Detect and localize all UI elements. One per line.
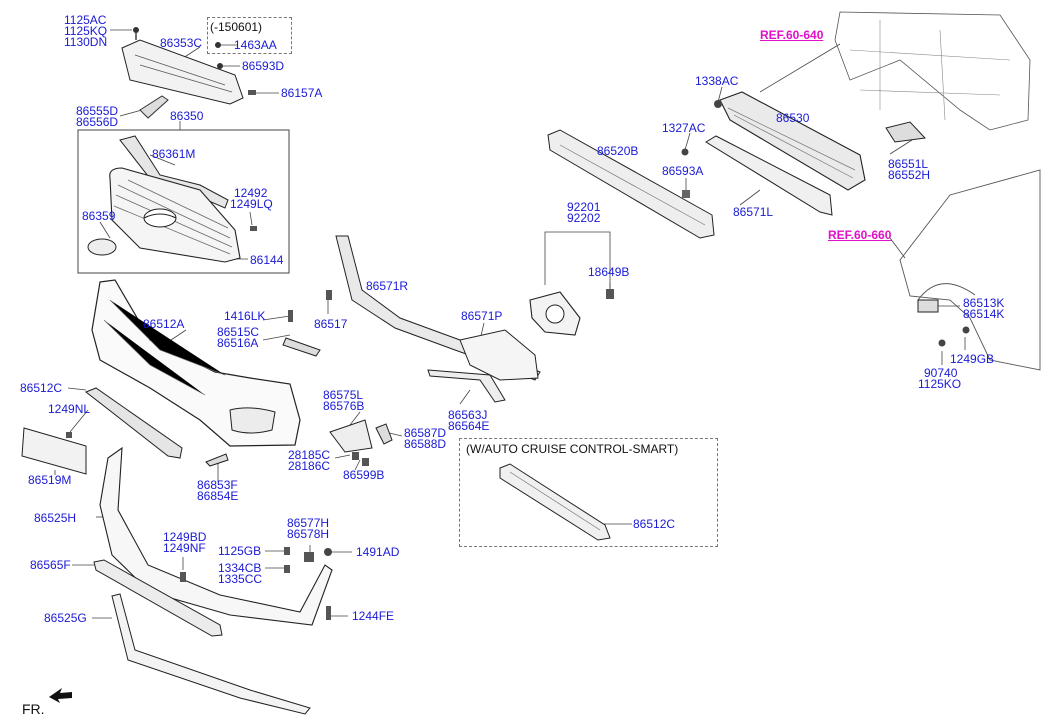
part-label[interactable]: 1125AC <box>64 13 107 27</box>
cruise-note: (W/AUTO CRUISE CONTROL-SMART) <box>466 442 679 456</box>
upper-cover-part <box>121 39 244 105</box>
cruise-option-box <box>459 438 718 547</box>
part-label[interactable]: 86359 <box>82 209 116 223</box>
ref-link-60-640[interactable]: REF.60-640 <box>760 28 824 42</box>
date-note: (-150601) <box>210 20 263 34</box>
part-label[interactable]: 86587D <box>404 426 447 440</box>
part-label[interactable]: 86530 <box>776 111 810 125</box>
bolt-icon <box>133 27 139 33</box>
part-label[interactable]: 86563J <box>448 408 488 422</box>
part-label[interactable]: 86555D <box>76 104 119 118</box>
part-label[interactable]: 86513K <box>963 296 1005 310</box>
part-label[interactable]: 86578H <box>287 527 330 541</box>
part-label[interactable]: 86571P <box>461 309 503 323</box>
part-label[interactable]: 28186C <box>288 459 331 473</box>
part-label[interactable]: 92201 <box>567 200 601 214</box>
part-label[interactable]: 86350 <box>170 109 204 123</box>
part-label[interactable]: 1335CC <box>218 572 263 586</box>
part-label[interactable]: 12492 <box>234 186 268 200</box>
part-label[interactable]: 86588D <box>404 437 447 451</box>
part-label[interactable]: 86854E <box>197 489 239 503</box>
part-label[interactable]: 86516A <box>217 336 259 350</box>
part-label[interactable]: 1327AC <box>662 121 706 135</box>
part-label[interactable]: 1249NL <box>48 402 91 416</box>
part-label[interactable]: 92202 <box>567 211 601 225</box>
part-label[interactable]: 86575L <box>323 388 364 402</box>
part-label[interactable]: 86520B <box>597 144 639 158</box>
part-label[interactable]: 1416LK <box>224 309 266 323</box>
part-label[interactable]: 86512C <box>633 517 676 531</box>
part-label[interactable]: 1249GB <box>950 352 995 366</box>
part-label[interactable]: 18649B <box>588 265 630 279</box>
part-label[interactable]: 86571L <box>733 205 774 219</box>
front-direction-label: FR. <box>22 701 45 717</box>
grille-group-box <box>77 129 290 274</box>
part-label[interactable]: 86576B <box>323 399 365 413</box>
part-label[interactable]: 86556D <box>76 115 119 129</box>
part-label[interactable]: 1125GB <box>218 544 262 558</box>
part-label[interactable]: 86577H <box>287 516 330 530</box>
part-label[interactable]: 86517 <box>314 317 348 331</box>
part-label[interactable]: 86361M <box>152 147 196 161</box>
part-label[interactable]: 1338AC <box>695 74 739 88</box>
part-label[interactable]: 28185C <box>288 448 331 462</box>
part-label[interactable]: 86593A <box>662 164 704 178</box>
part-label[interactable]: 1125KO <box>918 377 962 391</box>
part-label[interactable]: 86571R <box>366 279 409 293</box>
part-label[interactable]: 1125KQ <box>64 24 108 38</box>
front-arrow-icon <box>49 688 72 703</box>
part-label[interactable]: 86353C <box>160 36 203 50</box>
part-label[interactable]: 86515C <box>217 325 260 339</box>
part-label[interactable]: 86512A <box>143 317 185 331</box>
date-note-box <box>207 17 292 54</box>
part-label[interactable]: 1491AD <box>356 545 400 559</box>
part-label[interactable]: 86525H <box>34 511 77 525</box>
part-label[interactable]: 1130DN <box>64 35 108 49</box>
part-label[interactable]: 86565F <box>30 558 71 572</box>
lower-skirt-part <box>99 446 333 626</box>
part-label[interactable]: 86853F <box>197 478 238 492</box>
part-label[interactable]: 86514K <box>963 307 1005 321</box>
part-label[interactable]: 86593D <box>242 59 285 73</box>
part-label[interactable]: 86144 <box>250 253 284 267</box>
part-label[interactable]: 1249BD <box>163 530 207 544</box>
part-label[interactable]: 1249NF <box>163 541 206 555</box>
part-label[interactable]: 90740 <box>924 366 958 380</box>
part-label[interactable]: 1244FE <box>352 609 395 623</box>
part-label[interactable]: 86599B <box>343 468 385 482</box>
part-label[interactable]: 86512C <box>20 381 63 395</box>
part-label[interactable]: 86564E <box>448 419 490 433</box>
part-label[interactable]: 86552H <box>888 168 931 182</box>
part-label[interactable]: 86157A <box>281 86 323 100</box>
part-label[interactable]: 86525G <box>44 611 87 625</box>
part-label[interactable]: 1249LQ <box>230 197 273 211</box>
part-label[interactable]: 86519M <box>28 473 72 487</box>
ref-link-60-660[interactable]: REF.60-660 <box>828 228 892 242</box>
part-label[interactable]: 1334CB <box>218 561 262 575</box>
part-label[interactable]: 86551L <box>888 157 929 171</box>
part-label[interactable]: 1463AA <box>234 38 277 52</box>
